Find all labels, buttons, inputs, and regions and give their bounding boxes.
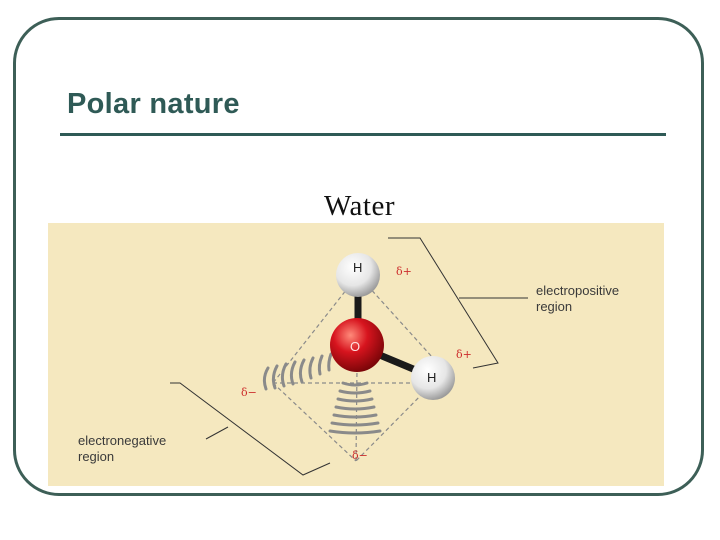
electronegative-bracket: [170, 382, 331, 476]
hydrogen-atom-right: [411, 356, 455, 400]
hydrogen-right-label: H: [427, 370, 436, 385]
hydrogen-atom-top: [336, 253, 380, 297]
electropositive-bracket: [388, 237, 528, 369]
lone-pair-waves-left: [262, 352, 333, 391]
electronegative-label-line1: electronegative: [78, 433, 166, 448]
slide-title: Polar nature: [67, 88, 240, 120]
hydrogen-top-label: H: [353, 260, 362, 275]
oxygen-label: O: [350, 339, 360, 354]
delta-minus-bottom: δ−: [352, 449, 368, 462]
delta-plus-right: δ+: [456, 348, 472, 361]
lone-pair-waves-bottom: [328, 381, 382, 435]
electropositive-label-line1: electropositive: [536, 283, 619, 298]
title-underline: [60, 133, 666, 136]
electronegative-label-line2: region: [78, 449, 114, 464]
figure-subtitle: Water: [324, 190, 396, 222]
electropositive-label-line2: region: [536, 299, 572, 314]
delta-plus-top: δ+: [396, 265, 412, 278]
water-molecule-diagram: O H H δ+ δ+ δ− δ− electropositive region…: [48, 223, 664, 486]
delta-minus-left: δ−: [241, 386, 257, 399]
oxygen-atom: [330, 318, 384, 372]
